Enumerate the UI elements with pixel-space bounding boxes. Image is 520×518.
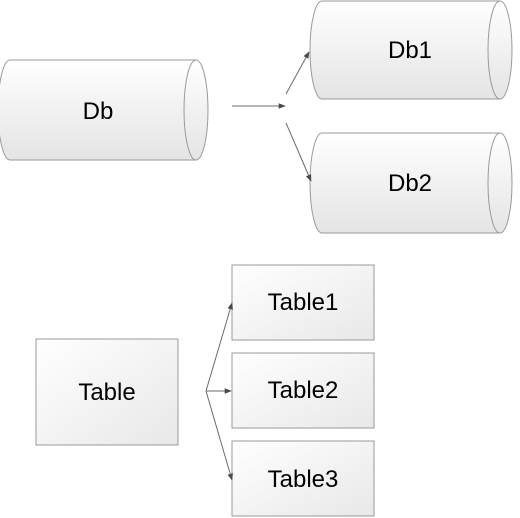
table-target-box-1[interactable]: Table1 — [231, 264, 375, 341]
table-target-box-3[interactable]: Table3 — [231, 440, 375, 517]
db-connectors — [232, 51, 312, 182]
table-connector-branch-1 — [205, 302, 233, 392]
db-target-label-2: Db2 — [388, 170, 432, 197]
db-target-cylinder-2[interactable]: Db2 — [309, 132, 513, 234]
table-target-label-3: Table3 — [268, 466, 339, 493]
table-target-box-2[interactable]: Table2 — [231, 352, 375, 429]
table-source-box[interactable]: Table — [35, 338, 179, 446]
db-source-cylinder[interactable]: Db — [0, 59, 209, 161]
db-target-cylinder-1[interactable]: Db1 — [309, 0, 513, 100]
db-connector-branch-1 — [285, 51, 310, 95]
db-connector-branch-2 — [285, 122, 312, 182]
table-connector-branch-3 — [205, 390, 233, 481]
table-target-label-1: Table1 — [268, 289, 339, 316]
table-source-label: Table — [78, 379, 135, 406]
db-target-label-1: Db1 — [388, 37, 432, 64]
table-connectors — [205, 302, 233, 481]
table-target-label-2: Table2 — [268, 377, 339, 404]
db-source-label: Db — [83, 98, 114, 125]
